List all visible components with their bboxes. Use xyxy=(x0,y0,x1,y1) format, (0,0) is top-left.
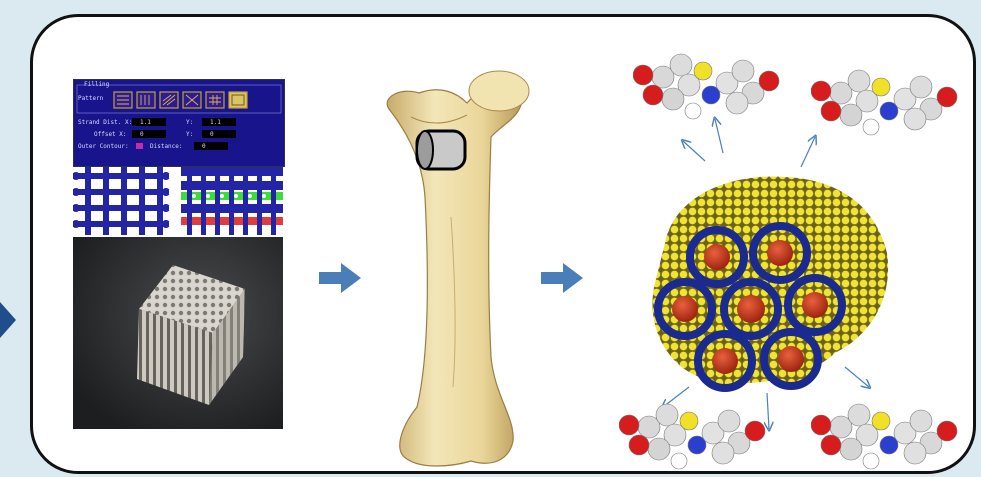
offset-label: Offset X: xyxy=(94,131,127,138)
pattern-label: Pattern xyxy=(78,95,103,102)
drug-molecule-bottom-right xyxy=(811,391,976,474)
offset-x-value: 0 xyxy=(140,131,144,138)
arrow-right-icon xyxy=(319,263,361,293)
strand-dist-x-value: 1.1 xyxy=(140,119,151,126)
left-chevron-icon xyxy=(0,302,16,338)
offset-y-label: Y: xyxy=(186,131,193,138)
scaffold-photo xyxy=(73,237,283,429)
arrow-right-icon xyxy=(541,263,583,293)
drug-molecule-top-left xyxy=(633,41,803,131)
strand-dist-y-value: 1.1 xyxy=(210,119,221,126)
diagram-frame: Filling Pattern Strand Dist. X: 1.1 Y: 1… xyxy=(30,14,976,474)
lattice-pattern-blue xyxy=(73,167,169,235)
distance-value: 0 xyxy=(202,143,206,150)
drug-molecule-bottom-left xyxy=(619,391,789,474)
lattice-pattern-colored xyxy=(181,167,283,235)
offset-y-value: 0 xyxy=(210,131,214,138)
outer-contour-label: Outer Contour: xyxy=(78,143,129,150)
filling-title: Filling xyxy=(84,81,109,88)
distance-label: Distance: xyxy=(150,143,183,150)
scaffold-software-panel: Filling Pattern Strand Dist. X: 1.1 Y: 1… xyxy=(73,79,285,167)
femur-bone-illustration xyxy=(371,57,541,474)
pattern-buttons xyxy=(114,92,247,108)
strand-dist-y-label: Y: xyxy=(186,119,193,126)
strand-dist-label: Strand Dist. X: xyxy=(78,119,132,126)
drug-molecule-top-right xyxy=(811,57,976,147)
